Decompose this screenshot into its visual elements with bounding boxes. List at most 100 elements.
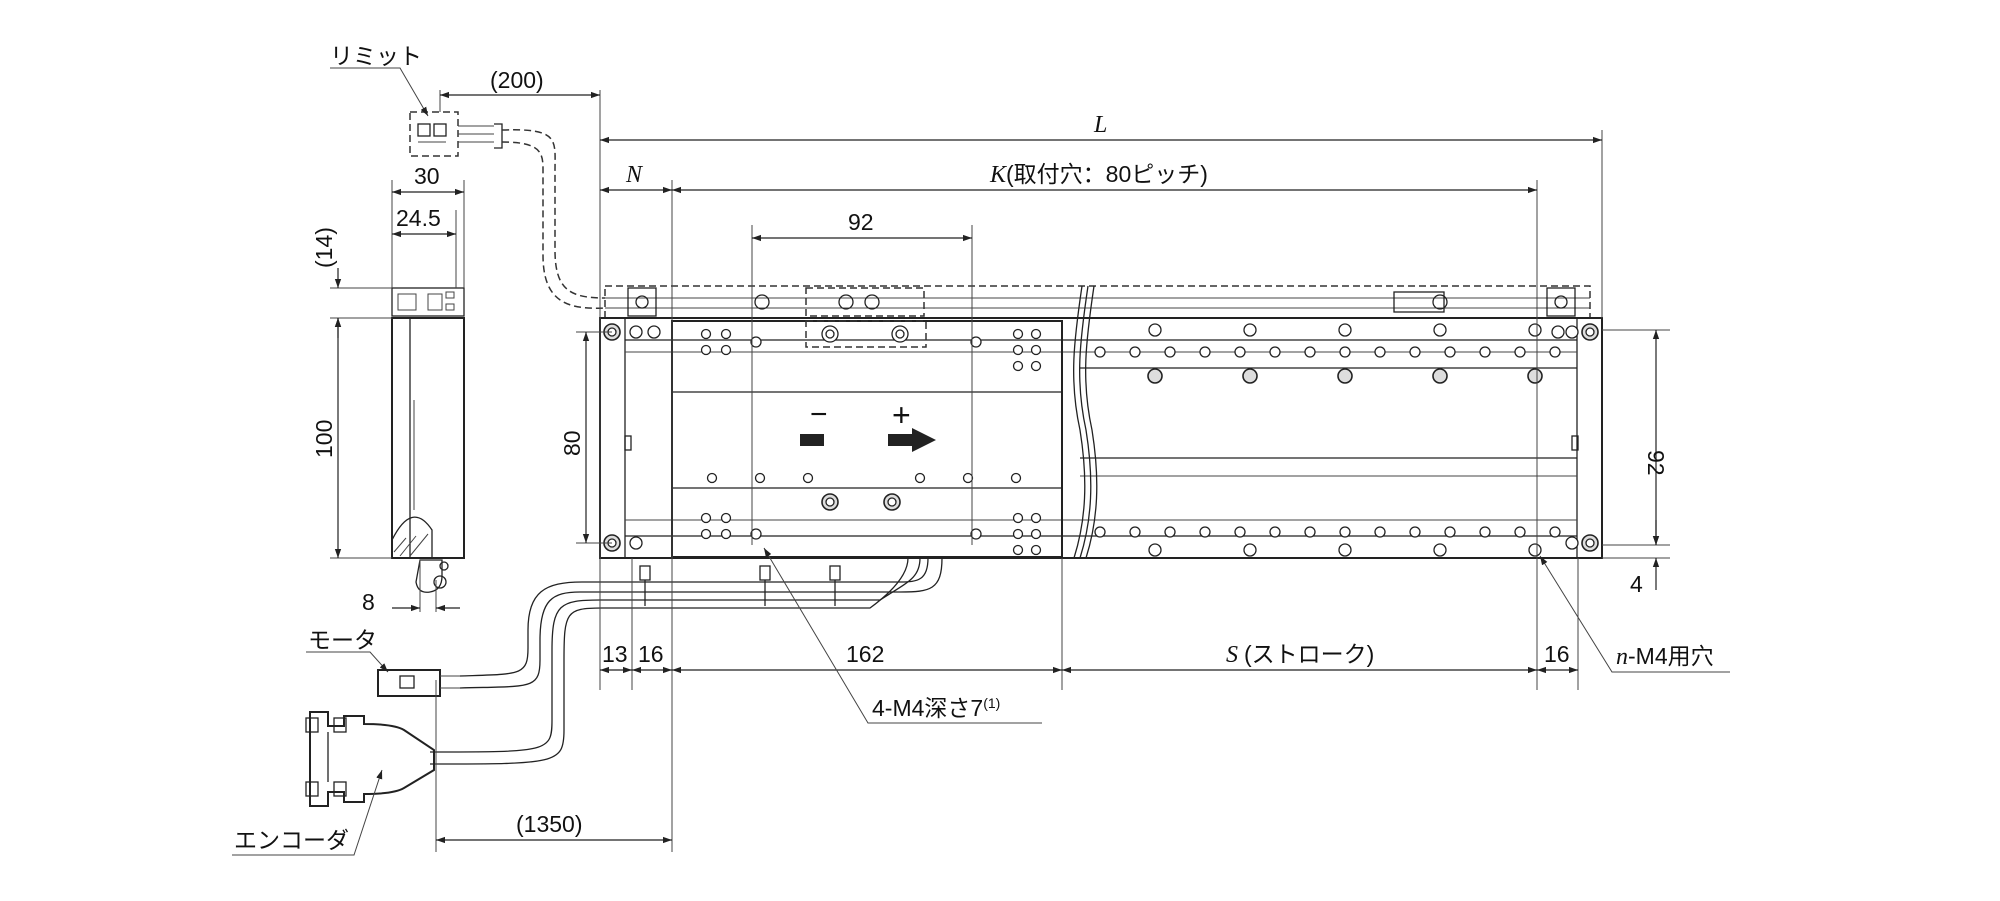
table-hole: [700, 528, 712, 540]
mount-hole: [1338, 543, 1352, 557]
dim-8: 8: [362, 589, 375, 615]
table-hole: [700, 344, 712, 356]
rail-hole: [1339, 346, 1351, 358]
dim-14: (14): [311, 227, 337, 268]
label-motor: モータ: [308, 627, 377, 653]
rail-hole: [1374, 526, 1386, 538]
mount-bolt: [1147, 368, 1163, 384]
dim-92-top: 92: [848, 209, 874, 235]
cables: [305, 557, 943, 807]
mount-hole: [1243, 543, 1257, 557]
table-hole: [700, 328, 712, 340]
mount-bolt: [1337, 368, 1353, 384]
dim-13: 13: [602, 641, 628, 667]
table-hole: [1030, 344, 1042, 356]
label-tapped-holes: 4-M4深さ7(1): [872, 695, 1000, 721]
rail-hole: [1199, 346, 1211, 358]
table-hole: [1012, 528, 1024, 540]
mount-hole: [1528, 323, 1542, 337]
table-hole: [720, 512, 732, 524]
rail-hole: [1269, 526, 1281, 538]
table-tap-hole: [970, 528, 982, 540]
rail-hole: [1374, 346, 1386, 358]
dim-N: N: [625, 162, 644, 188]
label-encoder: エンコーダ: [234, 827, 349, 853]
table-hole: [706, 472, 718, 484]
rail-hole: [1234, 346, 1246, 358]
table-hole: [754, 472, 766, 484]
mount-hole: [1148, 543, 1162, 557]
dim-30: 30: [414, 163, 440, 189]
label-mount-holes: n-M4用穴: [1616, 643, 1714, 670]
direction-minus: −: [810, 398, 828, 431]
mount-bolt: [1242, 368, 1258, 384]
mount-hole: [1243, 323, 1257, 337]
dim-4: 4: [1630, 571, 1643, 597]
rail-hole: [1164, 346, 1176, 358]
rail-hole: [1549, 526, 1561, 538]
dim-1350: (1350): [516, 811, 582, 837]
mount-hole: [1433, 543, 1447, 557]
table-hole: [720, 344, 732, 356]
dim-K: K(取付穴：80ピッチ): [989, 161, 1208, 188]
table-hole: [1012, 360, 1024, 372]
table-hole: [700, 512, 712, 524]
table-hole: [1012, 344, 1024, 356]
rail-hole: [1339, 526, 1351, 538]
rail-hole: [1234, 526, 1246, 538]
dim-S: S(ストローク): [1226, 641, 1374, 668]
table-hole: [1030, 512, 1042, 524]
table-hole: [1030, 328, 1042, 340]
rail-hole: [1199, 526, 1211, 538]
dim-200: (200): [490, 67, 544, 93]
dimension-lines: [232, 67, 1730, 856]
dim-24-5: 24.5: [396, 205, 441, 231]
table-hole: [1010, 472, 1022, 484]
rail-hole: [1094, 526, 1106, 538]
direction-plus: +: [892, 397, 911, 433]
rail-hole: [1479, 526, 1491, 538]
table-hole: [1030, 544, 1042, 556]
rail-hole: [1164, 526, 1176, 538]
label-limit: リミット: [330, 43, 422, 69]
dim-100: 100: [311, 420, 337, 458]
table-hole: [962, 472, 974, 484]
table-hole: [1030, 360, 1042, 372]
rail-hole: [1514, 346, 1526, 358]
dim-L: L: [1093, 112, 1107, 138]
table-hole: [1030, 528, 1042, 540]
mount-hole: [1433, 323, 1447, 337]
rail-hole: [1304, 346, 1316, 358]
limit-switch: [409, 111, 606, 309]
rail-hole: [1479, 346, 1491, 358]
table-hole: [720, 328, 732, 340]
table-tap-hole: [750, 528, 762, 540]
rail-hole: [1444, 346, 1456, 358]
dim-80: 80: [559, 430, 585, 456]
mount-hole: [1148, 323, 1162, 337]
rail-hole: [1304, 526, 1316, 538]
rail-hole: [1514, 526, 1526, 538]
table-hole: [1012, 544, 1024, 556]
rail-hole: [1409, 346, 1421, 358]
mount-hole: [1338, 323, 1352, 337]
rail-hole: [1129, 526, 1141, 538]
dim-162: 162: [846, 641, 884, 667]
table-hole: [1012, 328, 1024, 340]
rail-hole: [1129, 346, 1141, 358]
mount-bolt: [1527, 368, 1543, 384]
side-view: [391, 287, 465, 593]
mount-bolt: [1432, 368, 1448, 384]
table-tap-hole: [970, 336, 982, 348]
rail-hole: [1094, 346, 1106, 358]
mount-hole: [1528, 543, 1542, 557]
table-hole: [914, 472, 926, 484]
dim-16-right: 16: [1544, 641, 1570, 667]
table-hole: [1012, 512, 1024, 524]
rail-hole: [1269, 346, 1281, 358]
rail-hole: [1409, 526, 1421, 538]
table-tap-hole: [750, 336, 762, 348]
table-hole: [720, 528, 732, 540]
table-hole: [802, 472, 814, 484]
